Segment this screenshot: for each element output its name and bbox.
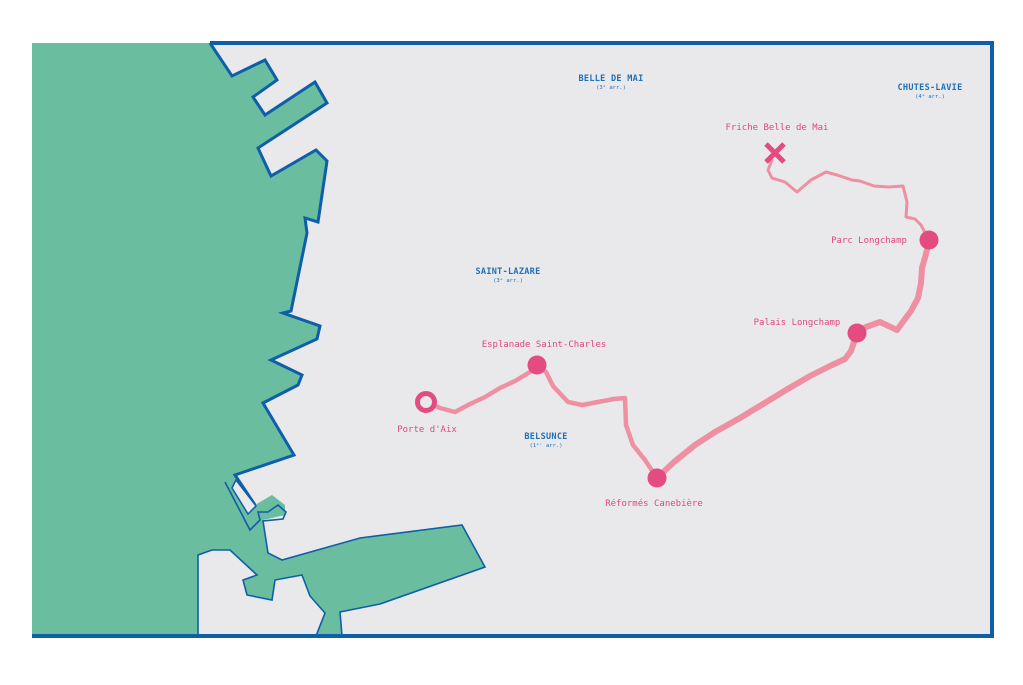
stop-label-reformes: Réformés Canebière bbox=[605, 498, 703, 509]
district-arrondissement: (3ᵉ arr.) bbox=[493, 278, 523, 284]
stop-label-parc: Parc Longchamp bbox=[831, 236, 907, 246]
district-arrondissement: (4ᵉ arr.) bbox=[915, 94, 945, 100]
stop-label-palais: Palais Longchamp bbox=[754, 318, 841, 328]
district-saint-lazare: SAINT-LAZARE (3ᵉ arr.) bbox=[475, 267, 540, 284]
district-name: BELLE DE MAI bbox=[578, 74, 643, 84]
stop-dot-reformes bbox=[647, 468, 667, 488]
sea-water bbox=[32, 43, 485, 636]
port-basin-outline bbox=[197, 481, 487, 637]
route-segment-1 bbox=[423, 362, 660, 481]
district-name: CHUTES-LAVIE bbox=[897, 83, 962, 93]
district-chutes-lavie: CHUTES-LAVIE (4ᵉ arr.) bbox=[897, 83, 962, 100]
end-label: Friche Belle de Mai bbox=[726, 123, 829, 133]
route-segment-3 bbox=[766, 158, 931, 242]
district-name: BELSUNCE bbox=[524, 432, 567, 442]
district-belle-de-mai: BELLE DE MAI (3ᵉ arr.) bbox=[578, 74, 643, 91]
stop-dot-parc bbox=[919, 230, 939, 250]
district-name: SAINT-LAZARE bbox=[475, 267, 540, 277]
coastline bbox=[208, 42, 330, 506]
stop-label-esplanade: Esplanade Saint-Charles bbox=[482, 340, 607, 350]
start-marker-ring bbox=[415, 391, 437, 413]
stop-dot-palais bbox=[847, 323, 867, 343]
district-arrondissement: (3ᵉ arr.) bbox=[596, 85, 626, 91]
end-marker-cross bbox=[764, 142, 786, 164]
jetty bbox=[231, 478, 257, 516]
stop-dot-esplanade bbox=[527, 355, 547, 375]
map-frame bbox=[32, 41, 994, 638]
start-label: Porte d'Aix bbox=[397, 425, 457, 435]
district-belsunce: BELSUNCE (1ᵉʳ arr.) bbox=[524, 432, 567, 449]
district-arrondissement: (1ᵉʳ arr.) bbox=[529, 442, 562, 449]
